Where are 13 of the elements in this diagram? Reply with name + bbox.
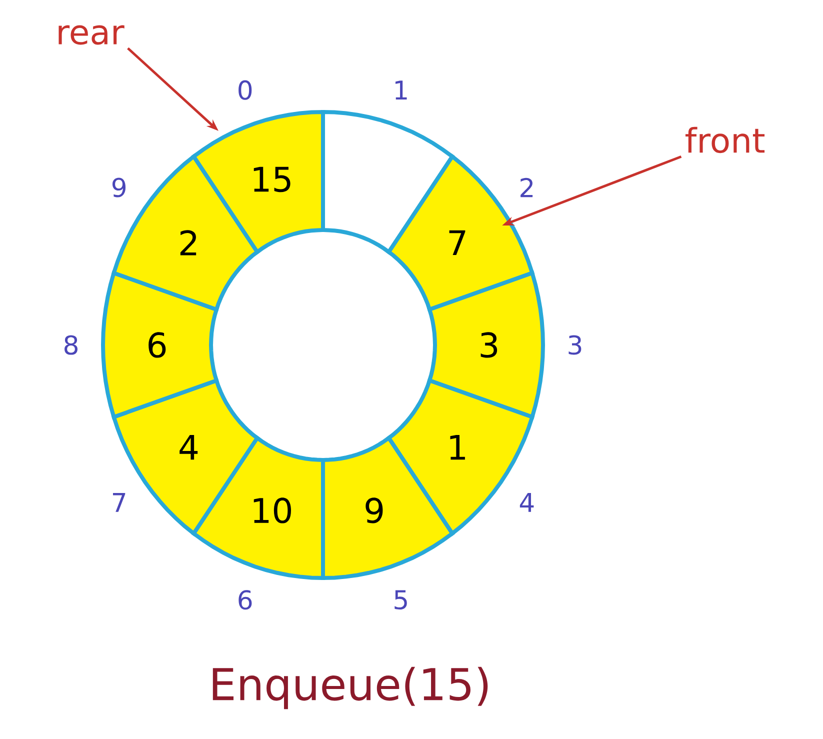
index-number: 1 — [396, 80, 407, 100]
index-number: 3 — [568, 335, 582, 355]
index-number: 4 — [520, 493, 534, 512]
pointer-label: front — [686, 126, 765, 154]
index-number: 8 — [64, 335, 78, 355]
index-number: 2 — [520, 178, 533, 198]
caption: Enqueue(15) — [212, 666, 488, 710]
index-number: 7 — [113, 493, 126, 512]
index-number: 6 — [238, 590, 252, 610]
index-number: 9 — [112, 178, 126, 198]
index-number: 5 — [394, 590, 407, 610]
index-number: 0 — [238, 80, 252, 100]
pointer-label: rear — [58, 25, 124, 45]
